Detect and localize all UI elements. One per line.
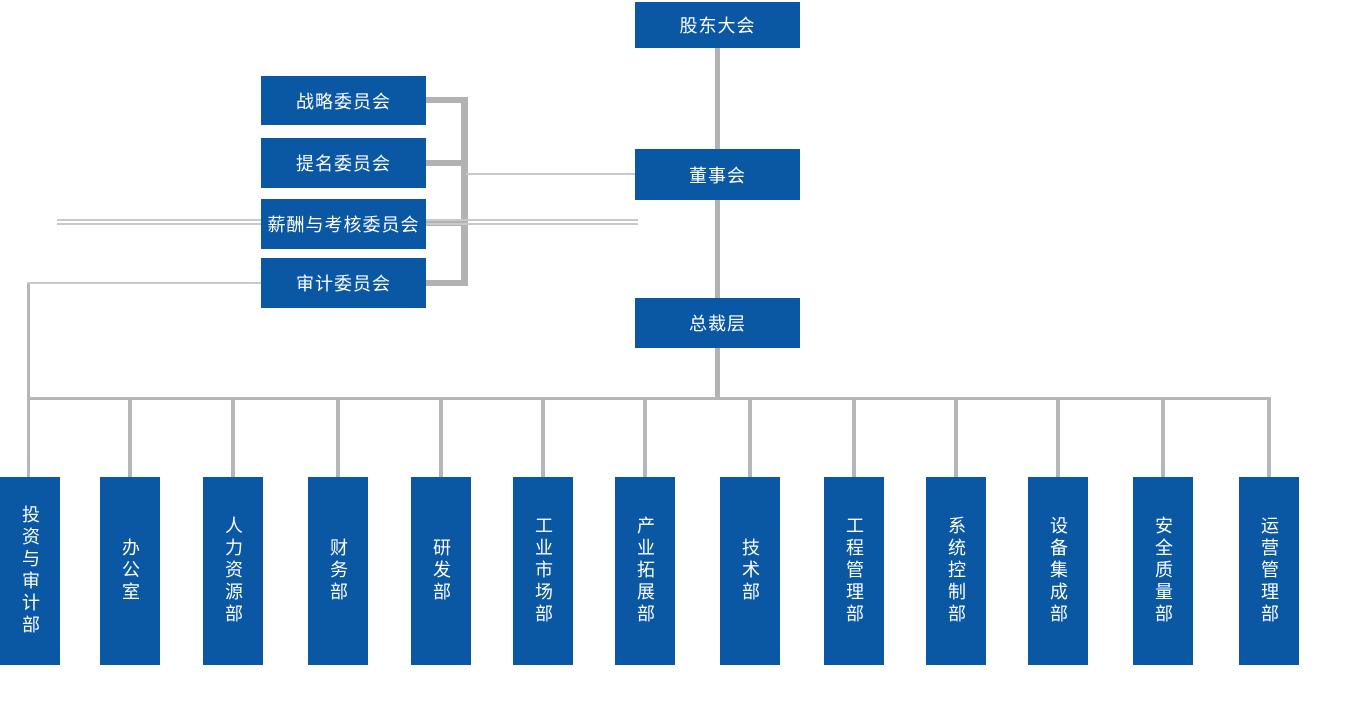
- connector-drop-dept-10: [954, 400, 958, 477]
- connector-drop-dept-9: [852, 400, 856, 477]
- node-dept-industry-expansion: 产业拓展部: [615, 477, 675, 665]
- node-committee-audit: 审计委员会: [261, 258, 426, 308]
- node-dept-finance: 财务部: [308, 477, 368, 665]
- node-committee-nomination: 提名委员会: [261, 138, 426, 188]
- connector-committees-board: [466, 173, 636, 175]
- connector-left-vertical: [27, 282, 30, 477]
- node-dept-equipment-integration: 设备集成部: [1028, 477, 1088, 665]
- connector-department-bus: [27, 397, 1271, 400]
- connector-stub-strategy: [426, 97, 468, 103]
- connector-drop-dept-12: [1161, 400, 1165, 477]
- connector-stub-audit: [426, 280, 468, 286]
- connector-remuneration-right-b: [426, 223, 638, 225]
- connector-board-president: [715, 200, 720, 298]
- node-dept-operations-management: 运营管理部: [1239, 477, 1299, 665]
- connector-stub-nomination: [426, 160, 468, 166]
- connector-drop-dept-5: [439, 400, 443, 477]
- node-dept-system-control: 系统控制部: [926, 477, 986, 665]
- connector-remuneration-left-b: [57, 223, 261, 225]
- node-dept-safety-quality: 安全质量部: [1133, 477, 1193, 665]
- connector-remuneration-left-a: [57, 219, 261, 221]
- node-dept-research-development: 研发部: [411, 477, 471, 665]
- node-shareholders-meeting: 股东大会: [635, 2, 800, 48]
- connector-drop-dept-7: [643, 400, 647, 477]
- connector-drop-dept-8: [748, 400, 752, 477]
- node-dept-industrial-market: 工业市场部: [513, 477, 573, 665]
- node-dept-human-resources: 人力资源部: [203, 477, 263, 665]
- connector-president-bus: [715, 348, 720, 400]
- node-committee-strategy: 战略委员会: [261, 76, 426, 125]
- connector-drop-dept-11: [1056, 400, 1060, 477]
- connector-shareholders-board: [715, 48, 720, 149]
- connector-drop-dept-2: [128, 400, 132, 477]
- connector-remuneration-right-a: [426, 219, 638, 221]
- node-dept-office: 办公室: [100, 477, 160, 665]
- node-dept-technology: 技术部: [720, 477, 780, 665]
- node-dept-engineering-management: 工程管理部: [824, 477, 884, 665]
- connector-drop-dept-13: [1267, 400, 1271, 477]
- connector-drop-dept-6: [541, 400, 545, 477]
- connector-drop-dept-4: [336, 400, 340, 477]
- node-committee-remuneration: 薪酬与考核委员会: [261, 199, 426, 249]
- connector-audit-left: [27, 282, 261, 284]
- connector-drop-dept-3: [231, 400, 235, 477]
- node-board-of-directors: 董事会: [635, 149, 800, 200]
- node-president-level: 总裁层: [635, 298, 800, 348]
- node-dept-investment-audit: 投资与审计部: [0, 477, 60, 665]
- connector-committee-spine: [461, 97, 468, 286]
